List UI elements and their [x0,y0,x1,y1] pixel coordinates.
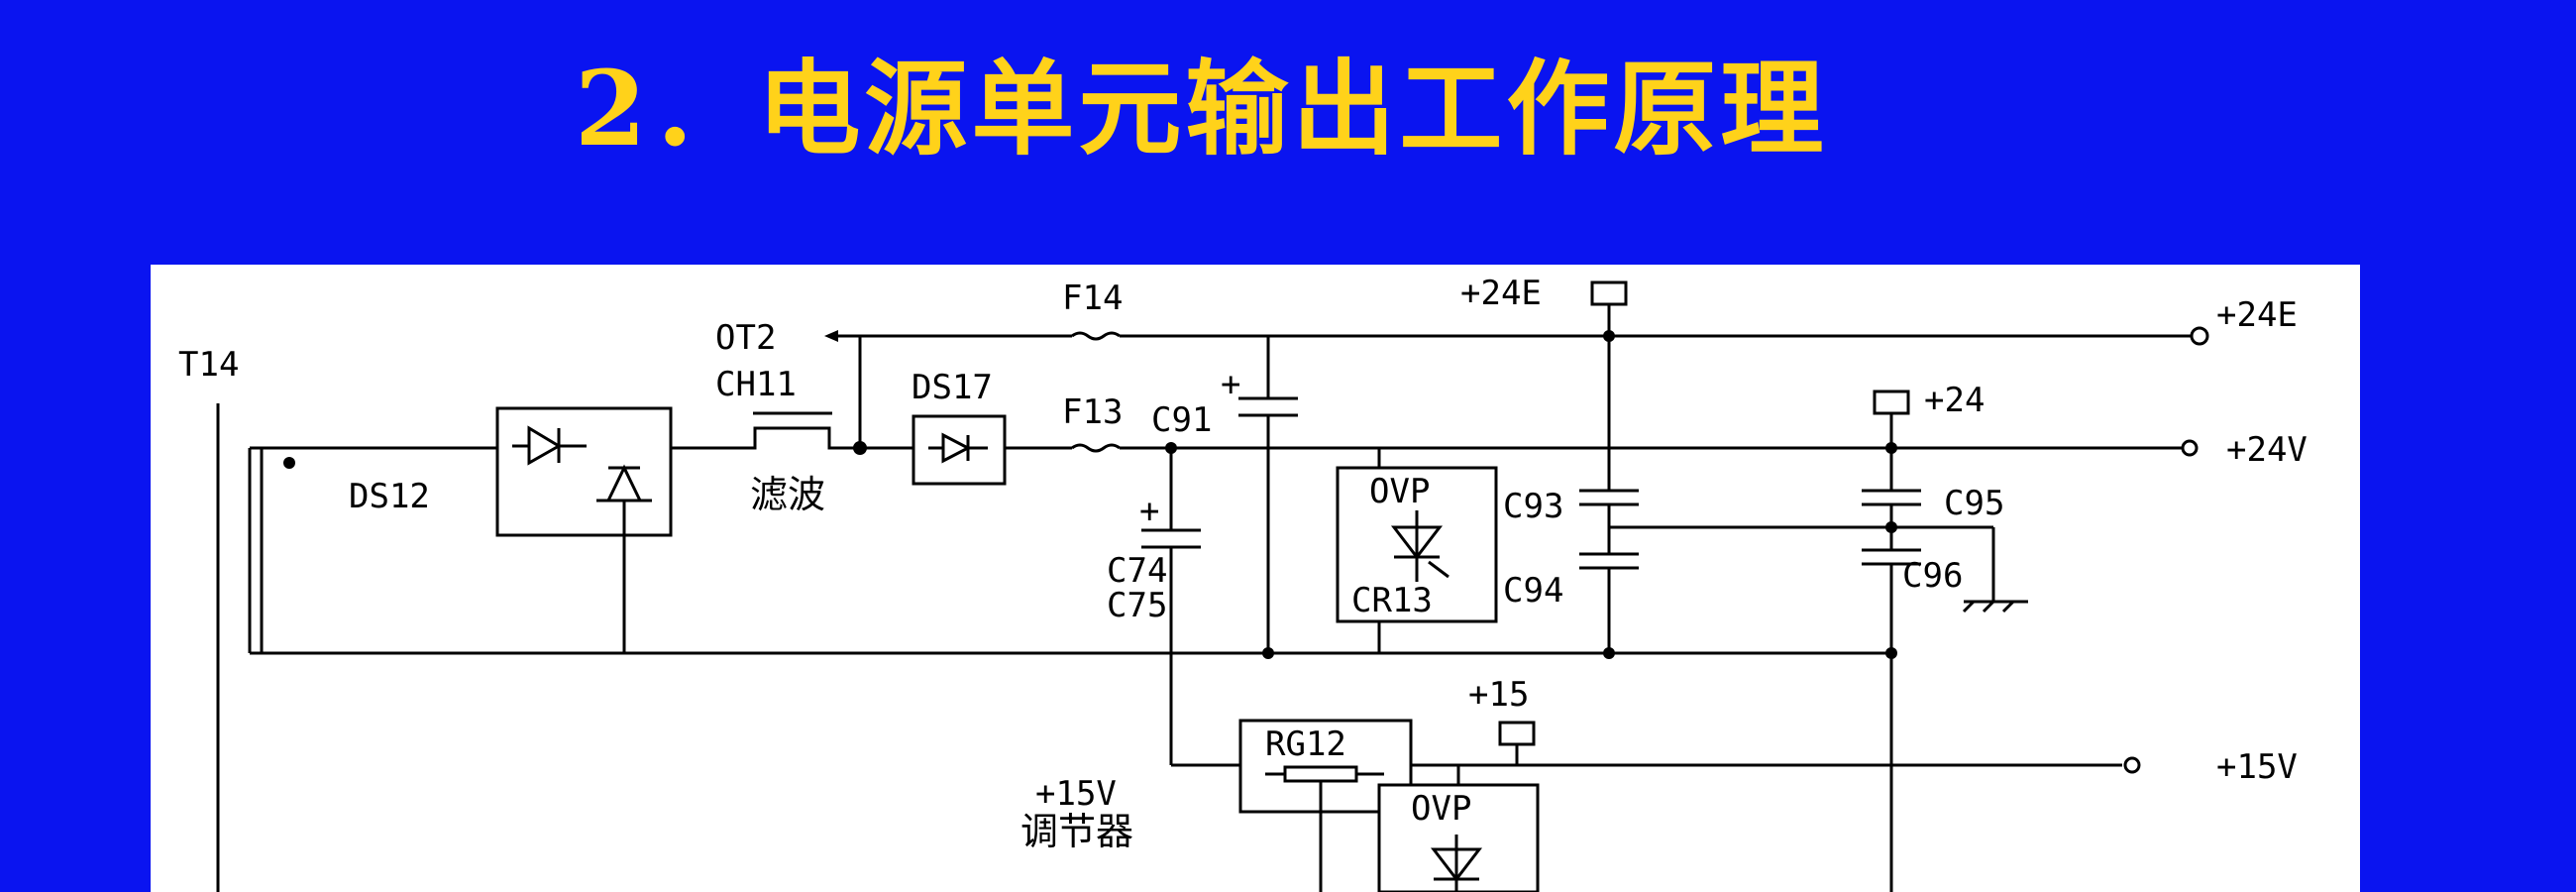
testpoint-15: +15 [1468,675,1536,765]
label-rg12: RG12 [1265,725,1346,764]
label-reg-15v: +15V [1035,774,1117,814]
label-ovp2: OVP [1411,789,1471,829]
output-24v: +24V [2181,430,2308,470]
rectifier-ds12: DS12 [349,406,745,653]
ovp-2: OVP [1377,765,1540,892]
circuit-diagram-panel: T14 DS12 OT2 CH11 滤波 F14 DS17 [151,265,2360,892]
label-reg-cn: 调节器 [1020,810,1133,853]
branch-24e: F14 [860,279,2192,341]
plus-c74: + [1139,492,1159,531]
regulator-rg12: RG12 +15V 调节器 [1020,719,2122,892]
label-f13: F13 [1062,392,1123,432]
label-c93: C93 [1503,487,1563,526]
circuit-diagram: T14 DS12 OT2 CH11 滤波 F14 DS17 [178,274,2308,892]
choke-ch11: OT2 CH11 滤波 [715,318,867,516]
label-f14: F14 [1062,279,1123,318]
label-filter: 滤波 [750,473,825,516]
label-out-24e: +24E [2216,295,2298,335]
testpoint-24: +24 [1873,381,1985,448]
label-ds17: DS17 [912,368,993,407]
output-24e: +24E [2190,295,2298,346]
capacitor-c93-c94: C93 C94 [1503,330,1914,659]
label-c95: C95 [1944,484,2004,523]
label-c94: C94 [1503,571,1563,611]
ovp-cr13: OVP CR13 [1336,448,1498,653]
label-ch11: CH11 [715,365,797,404]
label-tp-24e: +24E [1460,274,1542,313]
label-tp-24: +24 [1924,381,1985,420]
output-15v: +15V [2123,747,2298,787]
label-c96: C96 [1902,556,1963,596]
label-out-24v: +24V [2226,430,2308,470]
label-ovp1: OVP [1369,472,1430,511]
label-ds12: DS12 [349,477,430,516]
diode-ds17: DS17 [860,368,1072,486]
capacitor-c95-c96: C95 C96 [1862,442,2028,892]
capacitor-c91: + C91 [1151,336,1298,659]
testpoint-24e: +24E [1460,274,1628,336]
transformer-t14: T14 [178,345,295,892]
label-cr13: CR13 [1351,581,1433,620]
plus-c91: + [1221,365,1240,404]
capacitor-c74-c75: + C74 C75 [1107,442,1240,767]
label-t14: T14 [178,345,239,385]
slide-title: 2．电源单元输出工作原理 [575,48,1828,169]
fuse-f13: F13 [1062,392,2182,453]
label-ot2: OT2 [715,318,776,358]
label-out-15v: +15V [2216,747,2298,787]
label-tp-15: +15 [1468,675,1529,715]
label-c75: C75 [1107,586,1167,625]
label-c74: C74 [1107,551,1167,591]
label-c91: C91 [1151,400,1212,440]
